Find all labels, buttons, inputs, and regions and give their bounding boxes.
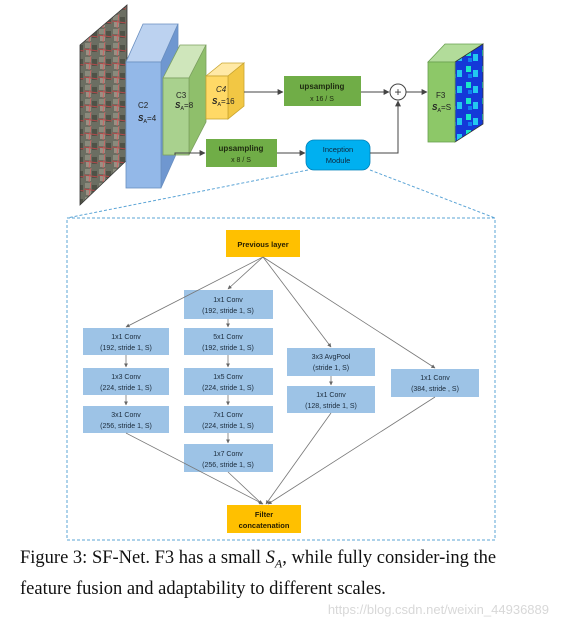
branch2-conv-7x1: 7x1 Conv (224, stride 1, S) [184, 406, 273, 433]
plus-circle: + [389, 83, 407, 101]
filter-concat-line1: Filter [255, 510, 273, 519]
branch2-conv-1x1: 1x1 Conv (192, stride 1, S) [184, 290, 273, 319]
c3-label: C3 [176, 91, 187, 100]
top-connectors [174, 89, 428, 156]
c4-label: C4 [216, 85, 227, 94]
conv-params: (224, stride 1, S) [202, 423, 254, 430]
plus-symbol: + [394, 85, 401, 99]
branch2-conv-1x5: 1x5 Conv (224, stride 1, S) [184, 368, 273, 395]
c2-scale: SA=4 [138, 114, 157, 125]
c4-scale: SA=16 [212, 97, 235, 108]
upsampling-x8-box: upsampling x 8 / S [206, 139, 277, 167]
conv-title: 1x7 Conv [213, 451, 243, 458]
conv-params: (192, stride 1, S) [100, 345, 152, 352]
f3-block: F3 SA=S [427, 43, 484, 143]
c2-label: C2 [138, 101, 149, 110]
f3-label: F3 [436, 91, 446, 100]
filter-concat-line2: concatenation [239, 521, 290, 530]
inception-module-box: Inception Module [305, 139, 371, 171]
conv-title: 1x1 Conv [213, 297, 243, 304]
conv-params: (224, stride 1, S) [100, 385, 152, 392]
conv-params: (224, stride 1, S) [202, 385, 254, 392]
conv-title: 7x1 Conv [213, 412, 243, 419]
conv-title: 3x1 Conv [111, 412, 141, 419]
input-aerial-image [79, 4, 128, 206]
callout-lines [66, 169, 496, 219]
conv-params: (384, stride , S) [411, 386, 459, 393]
conv-params: (256, stride 1, S) [100, 423, 152, 430]
branch-2: 1x1 Conv (192, stride 1, S) 5x1 Conv (19… [184, 290, 273, 472]
branch2-conv-1x7: 1x7 Conv (256, stride 1, S) [184, 444, 273, 472]
branch3-conv-1x1: 1x1 Conv (128, stride 1, S) [287, 386, 375, 413]
conv-params: (192, stride 1, S) [202, 345, 254, 352]
inception-module-line2: Module [326, 156, 351, 165]
previous-layer-box: Previous layer [226, 230, 300, 257]
caption-suffix: , while fully consider-ing the feature f… [20, 548, 497, 599]
detail-connectors [124, 256, 436, 505]
branch-3: 3x3 AvgPool (stride 1, S) 1x1 Conv (128,… [287, 348, 375, 413]
conv-title: 1x1 Conv [420, 375, 450, 382]
branch4-conv-1x1: 1x1 Conv (384, stride , S) [391, 369, 479, 397]
figure-caption: Figure 3: SF-Net. F3 has a small SA, whi… [20, 546, 550, 602]
conv-title: 1x1 Conv [111, 334, 141, 341]
upsampling-x16-factor: x 16 / S [310, 96, 334, 103]
branch-4: 1x1 Conv (384, stride , S) [391, 369, 479, 397]
filter-concat-box: Filter concatenation [227, 505, 301, 533]
c3-scale: SA=8 [175, 101, 194, 112]
f3-scale: SA=S [432, 103, 451, 114]
conv-title: 1x1 Conv [316, 392, 346, 399]
upsampling-x16-box: upsampling x 16 / S [284, 76, 361, 106]
previous-layer-label: Previous layer [237, 240, 288, 249]
caption-sa-symbol: SA [265, 548, 283, 571]
c3-block: C3 SA=8 [162, 44, 207, 156]
conv-title: 1x5 Conv [213, 374, 243, 381]
conv-title: 1x3 Conv [111, 374, 141, 381]
conv-title: 5x1 Conv [213, 334, 243, 341]
conv-params: (192, stride 1, S) [202, 308, 254, 315]
caption-prefix: Figure 3: SF-Net. F3 has a small [20, 548, 266, 568]
branch1-conv-1x3: 1x3 Conv (224, stride 1, S) [83, 368, 169, 395]
conv-params: (256, stride 1, S) [202, 462, 254, 469]
conv-params: (128, stride 1, S) [305, 403, 357, 410]
upsampling-x8-title: upsampling [219, 144, 264, 153]
pool-params: (stride 1, S) [313, 365, 349, 372]
upsampling-x16-title: upsampling [300, 82, 345, 91]
upsampling-x8-factor: x 8 / S [231, 157, 251, 164]
branch-1: 1x1 Conv (192, stride 1, S) 1x3 Conv (22… [83, 328, 169, 433]
branch2-conv-5x1: 5x1 Conv (192, stride 1, S) [184, 328, 273, 355]
c4-block: C4 SA=16 [204, 62, 246, 120]
watermark-url: https://blog.csdn.net/weixin_44936889 [327, 602, 549, 617]
branch1-conv-1x1: 1x1 Conv (192, stride 1, S) [83, 328, 169, 355]
branch3-avgpool-3x3: 3x3 AvgPool (stride 1, S) [287, 348, 375, 376]
pool-title: 3x3 AvgPool [312, 354, 351, 361]
inception-module-line1: Inception [323, 145, 353, 154]
branch1-conv-3x1: 3x1 Conv (256, stride 1, S) [83, 406, 169, 433]
